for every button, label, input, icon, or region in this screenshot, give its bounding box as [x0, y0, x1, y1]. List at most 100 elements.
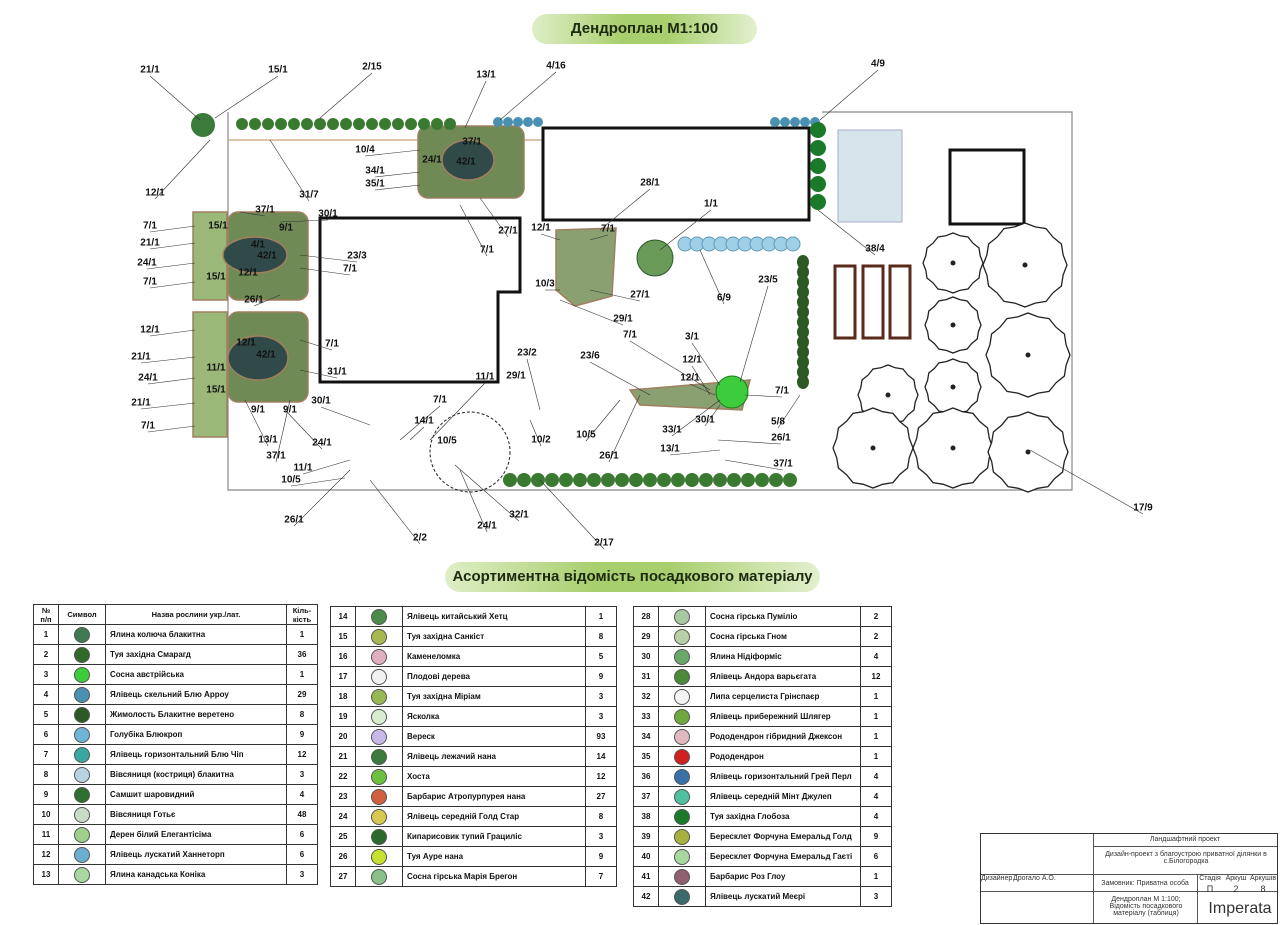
plant-label: 13/1 — [258, 434, 278, 446]
plant-label: 15/1 — [206, 384, 226, 396]
hedge-shrub — [699, 473, 713, 487]
row-number: 3 — [33, 664, 59, 685]
imperata-logo: Imperata — [1208, 900, 1272, 917]
plant-symbol — [658, 826, 706, 847]
plant-symbol-icon — [674, 708, 690, 725]
flower-beds — [192, 125, 751, 438]
plant-symbol-icon — [674, 648, 690, 665]
plant-label: 5/8 — [771, 416, 785, 428]
plant-name: Ялівець лежачий нана — [402, 746, 586, 767]
plant-symbol-icon — [674, 788, 690, 805]
plant-label: 9/1 — [251, 404, 265, 416]
plant-name: Сосна гірська Гном — [705, 626, 861, 647]
hedge-shrub — [810, 122, 826, 138]
plant-quantity: 6 — [860, 846, 892, 867]
plant-quantity: 36 — [286, 644, 318, 665]
leader-line — [147, 377, 196, 385]
row-number: 17 — [330, 666, 356, 687]
plant-name: Барбарис Роз Глоу — [705, 866, 861, 887]
plant-symbol — [355, 686, 403, 707]
hedge-shrub — [797, 315, 809, 329]
leader-line — [149, 75, 201, 121]
plant-label: 30/1 — [695, 414, 715, 426]
hedge-shrub — [545, 473, 559, 487]
leader-line — [299, 267, 351, 276]
project-title: Дизайн-проект з благоустрою приватної ді… — [1105, 851, 1267, 865]
title-block: Ландшафтний проект Дизайн-проект з благо… — [980, 833, 1278, 924]
plant-name: Ялівець лускатий Меєрі — [705, 886, 861, 907]
leader-line — [454, 464, 520, 522]
plant-label: 12/1 — [682, 354, 702, 366]
hedge-shrub — [727, 473, 741, 487]
plant-label: 10/5 — [437, 435, 457, 447]
leader-line — [659, 209, 712, 251]
row-number: 4 — [33, 684, 59, 705]
tree-trunk — [885, 392, 891, 398]
sheets-value: 8 — [1260, 884, 1266, 894]
plant-name: Туя західна Глобоза — [705, 806, 861, 827]
plant-symbol-icon — [674, 888, 690, 905]
row-number: 41 — [633, 866, 659, 887]
sheet-value: 2 — [1233, 884, 1239, 894]
plant-quantity: 9 — [585, 846, 617, 867]
plant-label: 35/1 — [365, 178, 385, 190]
plant-symbol-icon — [674, 768, 690, 785]
plant-label: 7/1 — [601, 223, 615, 235]
plant-symbol — [658, 846, 706, 867]
hedge-shrub — [643, 473, 657, 487]
pine — [715, 375, 749, 409]
plant-symbol-icon — [74, 866, 90, 883]
plant-symbol-icon — [74, 746, 90, 763]
plant-symbol — [658, 726, 706, 747]
leader-line — [140, 402, 196, 410]
plant-symbol-icon — [674, 748, 690, 765]
row-number: 25 — [330, 826, 356, 847]
client: Замовник: Приватна особа — [1101, 880, 1189, 887]
leader-line — [253, 294, 281, 307]
plant-symbol-icon — [674, 848, 690, 865]
row-number: 7 — [33, 744, 59, 765]
plant-symbol — [658, 686, 706, 707]
plant-quantity: 9 — [860, 826, 892, 847]
hedge-shrub — [810, 176, 826, 192]
hedge-shrub — [770, 117, 780, 127]
leader-line — [146, 262, 196, 270]
hedge-shrub — [314, 118, 326, 130]
plant-name: Голубіка Блюкроп — [105, 724, 287, 745]
leader-line — [717, 439, 782, 445]
plant-symbol — [355, 766, 403, 787]
row-number: 33 — [633, 706, 659, 727]
plant-quantity: 27 — [585, 786, 617, 807]
plant-label: 7/1 — [325, 338, 339, 350]
plant-symbol — [355, 726, 403, 747]
plant-symbol-icon — [371, 708, 387, 725]
plant-symbol — [658, 766, 706, 787]
plant-quantity: 14 — [585, 746, 617, 767]
designer-name: Дрогало А.О. — [1013, 875, 1056, 882]
plant-quantity: 2 — [860, 626, 892, 647]
plant-symbol — [355, 646, 403, 667]
sheet-name: Дендроплан М 1:100; Відомість посадковог… — [1109, 896, 1183, 917]
designer-role: Дизайнер — [981, 875, 1013, 882]
plant-label: 13/1 — [660, 443, 680, 455]
row-number: 26 — [330, 846, 356, 867]
plant-label: 33/1 — [662, 424, 682, 436]
leader-line — [147, 425, 196, 433]
hedge-shrub — [797, 365, 809, 379]
hedge-shrub — [685, 473, 699, 487]
plant-label: 2/2 — [413, 532, 427, 544]
